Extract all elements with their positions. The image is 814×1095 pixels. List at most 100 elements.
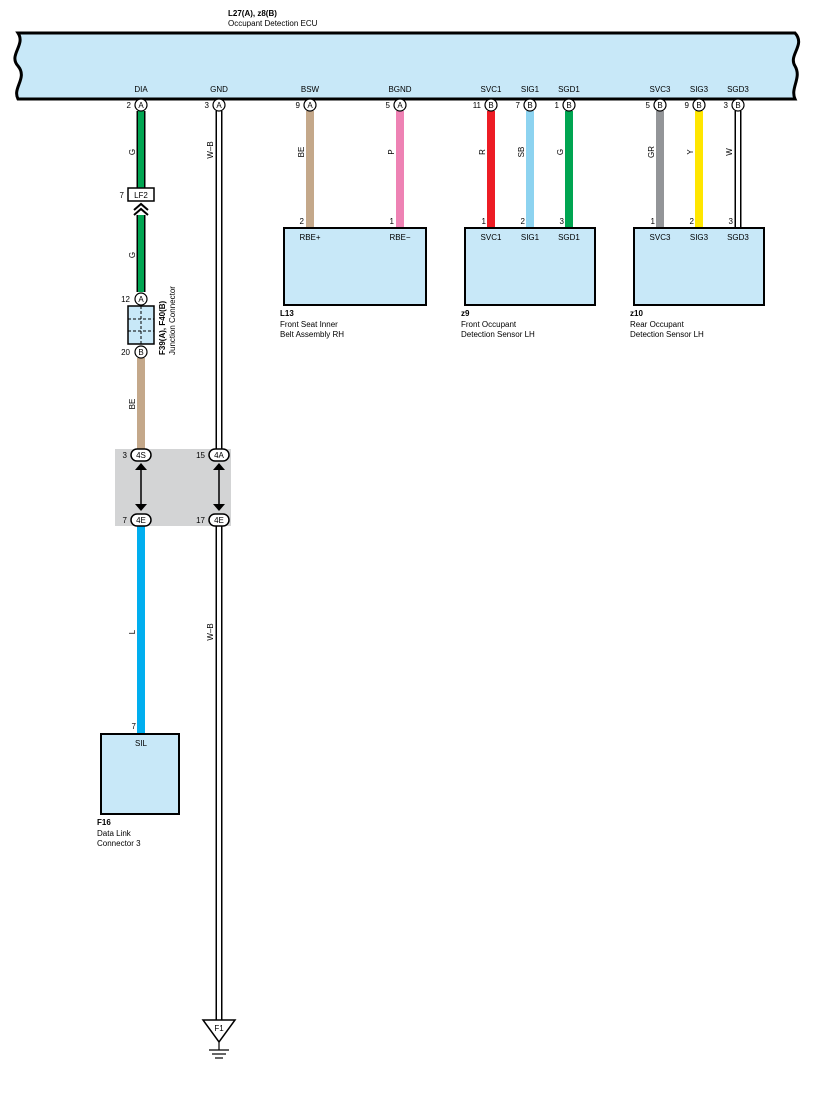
splice-right-pin-top: 15 (196, 451, 205, 460)
component-z9[interactable]: 1 2 3 SVC1 SIG1 SGD1 z9 Front Occupant D… (461, 217, 596, 339)
conn-letter-sgd1: B (566, 101, 571, 110)
l13-name-line2: Belt Assembly RH (280, 330, 344, 339)
z10-pin-1-number: 1 (651, 217, 656, 226)
wire-color-labels: G W–B BE P R SB G GR Y W G BE L W–B (128, 141, 734, 640)
pin-number-bgnd: 5 (386, 101, 391, 110)
ecu-pin-labels: DIA GND BSW BGND SVC1 SIG1 SGD1 SVC3 SIG… (134, 85, 749, 94)
conn-letter-gnd: A (216, 101, 222, 110)
component-z10[interactable]: 1 2 3 SVC3 SIG3 SGD3 z10 Rear Occupant D… (630, 217, 765, 339)
pin-label-svc1: SVC1 (481, 85, 502, 94)
f16-code: F16 (97, 818, 111, 827)
wire-label-gnd-upper: W–B (206, 141, 215, 158)
ecu-body[interactable] (13, 31, 801, 101)
junction-conn-bottom: B (138, 348, 143, 357)
splice-left-top-oval (130, 448, 152, 462)
l13-box (283, 227, 427, 306)
splice-box (115, 449, 231, 526)
z9-pin-2-number: 2 (521, 217, 526, 226)
conn-letter-sig1: B (527, 101, 532, 110)
z10-pin-2-number: 2 (690, 217, 695, 226)
connector-b-icon (562, 98, 576, 112)
connector-b-icon (692, 98, 706, 112)
l13-code: L13 (280, 309, 294, 318)
lf2-box (127, 187, 155, 202)
connector-b-icon (653, 98, 667, 112)
pin-label-bgnd: BGND (388, 85, 411, 94)
splice-right-bottom-oval (208, 513, 230, 527)
wire-label-bgnd: P (387, 149, 396, 154)
z10-pin-1-label: SVC3 (650, 233, 671, 242)
l13-pin-1-number: 2 (300, 217, 305, 226)
z9-name-line1: Front Occupant (461, 320, 517, 329)
z9-name-line2: Detection Sensor LH (461, 330, 535, 339)
splice-right-conn-top: 4A (214, 451, 224, 460)
ground-icon (209, 1049, 229, 1059)
splice-left-bottom-oval (130, 513, 152, 527)
wire-label-svc1: R (478, 149, 487, 155)
wire-label-sgd3: W (725, 148, 734, 156)
conn-letter-sgd3: B (735, 101, 740, 110)
ecu-pin-markers: 2 A 3 A 9 A 5 A 11 B 7 B 1 B 5 B 9 B 3 (127, 98, 745, 112)
pin-label-sig3: SIG3 (690, 85, 709, 94)
ground-label: F1 (214, 1024, 224, 1033)
pin-number-svc3: 5 (646, 101, 651, 110)
pin-label-bsw: BSW (301, 85, 320, 94)
l13-pin-2-number: 1 (390, 217, 395, 226)
junction-connector[interactable]: 12 A 20 B F39(A), F40(B) Junction Connec… (121, 286, 177, 359)
z10-pin-3-number: 3 (729, 217, 734, 226)
splice-left-pin-bottom: 7 (123, 516, 128, 525)
z9-box (464, 227, 596, 306)
z9-pin-2-label: SIG1 (521, 233, 540, 242)
pin-label-gnd: GND (210, 85, 228, 94)
lf2-label: LF2 (134, 191, 148, 200)
ecu-code: L27(A), z8(B) (228, 9, 277, 18)
ground-f1[interactable]: F1 (201, 1019, 237, 1059)
splice-left-pin-top: 3 (123, 451, 128, 460)
junction-pin-top: 12 (121, 295, 130, 304)
splice-right-conn-bottom: 4E (214, 516, 224, 525)
f16-name-line1: Data Link (97, 829, 132, 838)
conn-letter-svc1: B (488, 101, 493, 110)
chevron-up-icon (133, 202, 149, 216)
z10-name-line2: Detection Sensor LH (630, 330, 704, 339)
splice-right-pin-bottom: 17 (196, 516, 205, 525)
wire-label-dia-g-lower: G (128, 252, 137, 258)
conn-letter-dia: A (138, 101, 144, 110)
f16-box (100, 733, 180, 815)
wire-label-dia-g-upper: G (128, 149, 137, 155)
splice-left[interactable]: 3 4S 7 4E (123, 448, 152, 527)
component-l13[interactable]: 2 1 RBE+ RBE− L13 Front Seat Inner Belt … (280, 217, 427, 339)
arrow-up-icon (135, 463, 147, 470)
junction-pin-bottom: 20 (121, 348, 130, 357)
component-f16[interactable]: 7 SIL F16 Data Link Connector 3 (97, 722, 180, 848)
arrow-up-icon (213, 463, 225, 470)
splice-left-conn-bottom: 4E (136, 516, 146, 525)
connector-a-icon (134, 98, 148, 112)
wire-label-dia-l: L (128, 629, 137, 634)
pin-number-sig1: 7 (516, 101, 521, 110)
conn-letter-bsw: A (307, 101, 313, 110)
arrow-down-icon (213, 504, 225, 511)
z9-pin-3-number: 3 (560, 217, 565, 226)
connector-b-icon (484, 98, 498, 112)
junction-code: F39(A), F40(B) (158, 300, 167, 355)
l13-name-line1: Front Seat Inner (280, 320, 338, 329)
pin-label-svc3: SVC3 (650, 85, 671, 94)
splice-right[interactable]: 15 4A 17 4E (196, 448, 230, 527)
connector-b-icon (731, 98, 745, 112)
lf2-pin-number: 7 (120, 191, 125, 200)
connector-a-icon (393, 98, 407, 112)
z10-code: z10 (630, 309, 643, 318)
pin-number-dia: 2 (127, 101, 132, 110)
connector-a-icon (134, 292, 148, 306)
arrow-down-icon (135, 504, 147, 511)
pin-number-svc1: 11 (473, 101, 482, 110)
z9-code: z9 (461, 309, 470, 318)
pin-label-sig1: SIG1 (521, 85, 540, 94)
pin-number-sig3: 9 (685, 101, 690, 110)
lf2-connector[interactable]: 7 LF2 (120, 187, 155, 216)
pin-number-sgd3: 3 (724, 101, 729, 110)
pin-label-sgd3: SGD3 (727, 85, 749, 94)
conn-letter-sig3: B (696, 101, 701, 110)
